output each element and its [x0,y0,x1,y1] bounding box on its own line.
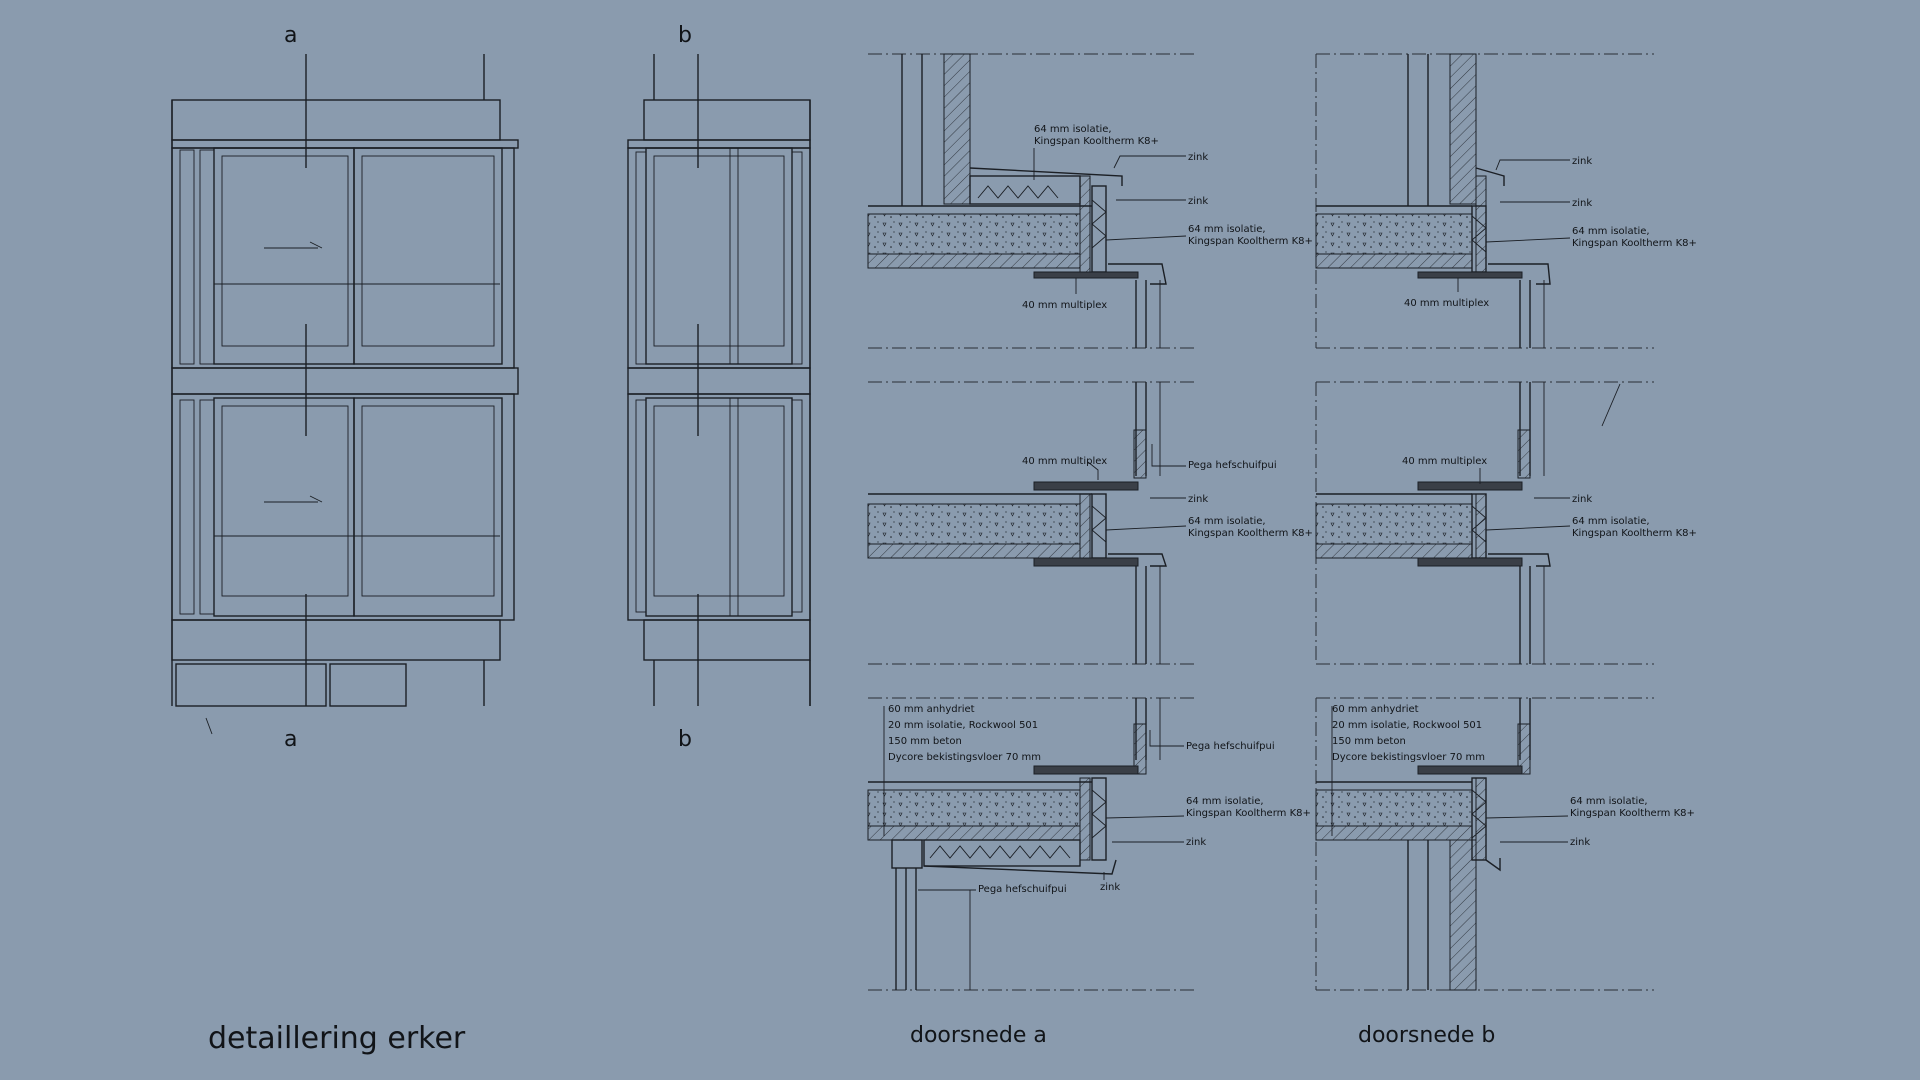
label-zink: zink [1188,152,1208,163]
label-insulation: 64 mm isolatie, [1570,796,1648,807]
floor-layer: 150 mm beton [1332,736,1406,747]
label-multiplex: 40 mm multiplex [1022,300,1107,311]
label-insulation: 64 mm isolatie, [1188,516,1266,527]
label-pega: Pega hefschuifpui [1188,460,1277,471]
section-a: 64 mm isolatie, Kingspan Kooltherm K8+ z… [867,53,1313,991]
section-mark-b-bottom: b [678,727,692,752]
label-zink: zink [1572,198,1592,209]
label-zink: zink [1186,837,1206,848]
annotations-section-b: zink zink 64 mm isolatie, Kingspan Koolt… [1332,156,1697,848]
label-pega: Pega hefschuifpui [1186,741,1275,752]
section-mark-a-bottom: a [284,727,297,752]
section-b: zink zink 64 mm isolatie, Kingspan Koolt… [1315,53,1697,991]
label-zink: zink [1572,494,1592,505]
section-mark-b-top: b [678,23,692,48]
label-insulation: 64 mm isolatie, [1188,224,1266,235]
label-zink: zink [1188,494,1208,505]
label-zink: zink [1188,196,1208,207]
label-pega: Pega hefschuifpui [978,884,1067,895]
label-insulation: 64 mm isolatie, [1572,516,1650,527]
label-kingspan: Kingspan Kooltherm K8+ [1570,808,1695,819]
label-kingspan: Kingspan Kooltherm K8+ [1188,236,1313,247]
caption-section-b: doorsnede b [1358,1023,1495,1048]
elevation-b: b b [627,23,811,752]
label-kingspan: Kingspan Kooltherm K8+ [1186,808,1311,819]
floor-layer: 20 mm isolatie, Rockwool 501 [1332,720,1482,731]
floor-layer: 20 mm isolatie, Rockwool 501 [888,720,1038,731]
floor-layer: 60 mm anhydriet [888,704,975,715]
annotations-section-a: 64 mm isolatie, Kingspan Kooltherm K8+ z… [888,124,1313,895]
label-insulation: 64 mm isolatie, [1186,796,1264,807]
label-kingspan: Kingspan Kooltherm K8+ [1572,238,1697,249]
label-kingspan: Kingspan Kooltherm K8+ [1188,528,1313,539]
floor-layer: 150 mm beton [888,736,962,747]
sheet-title: detaillering erker [208,1021,466,1056]
label-zink: zink [1570,837,1590,848]
label-zink: zink [1572,156,1592,167]
section-mark-a-top: a [284,23,297,48]
floor-layer: Dycore bekistingsvloer 70 mm [1332,752,1485,763]
caption-section-a: doorsnede a [910,1023,1047,1048]
label-multiplex: 40 mm multiplex [1404,298,1489,309]
elevation-a: a a [171,23,519,752]
label-insulation: 64 mm isolatie, [1572,226,1650,237]
floor-layer: Dycore bekistingsvloer 70 mm [888,752,1041,763]
label-kingspan: Kingspan Kooltherm K8+ [1034,136,1159,147]
label-insulation: 64 mm isolatie, [1034,124,1112,135]
label-multiplex: 40 mm multiplex [1022,456,1107,467]
floor-layer: 60 mm anhydriet [1332,704,1419,715]
label-kingspan: Kingspan Kooltherm K8+ [1572,528,1697,539]
label-zink: zink [1100,882,1120,893]
label-multiplex: 40 mm multiplex [1402,456,1487,467]
